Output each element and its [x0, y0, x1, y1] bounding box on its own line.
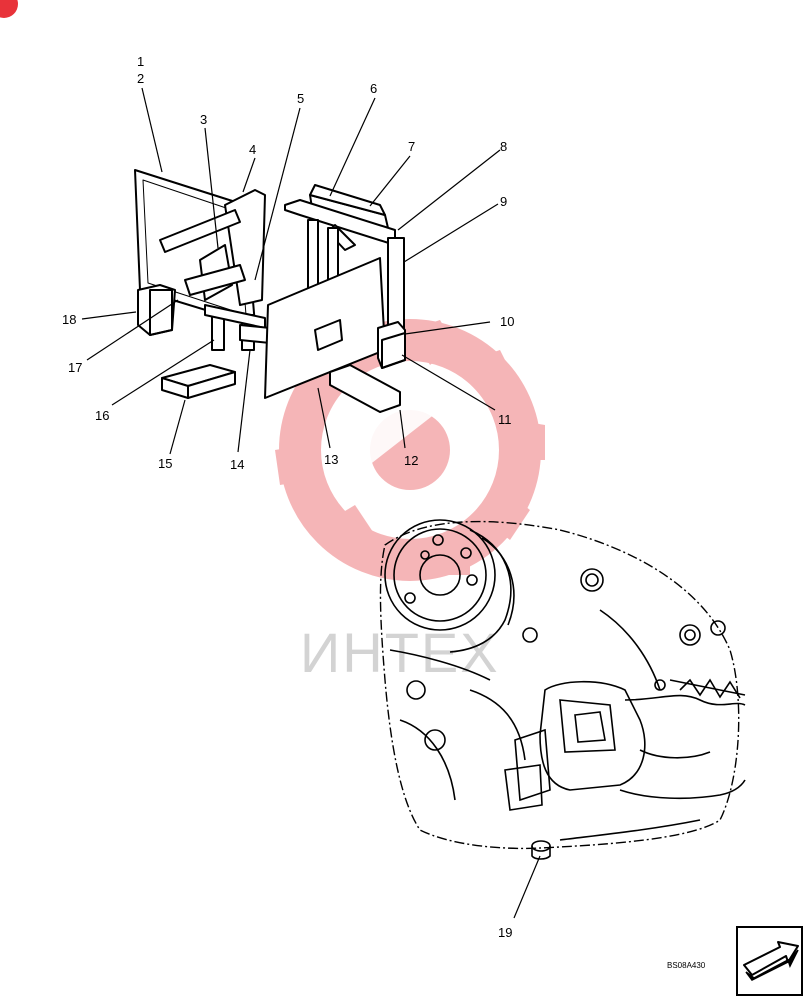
leader-lines	[81, 87, 541, 919]
callout-18: 18	[62, 312, 76, 327]
callout-2: 2	[137, 71, 144, 86]
engine-details	[384, 519, 746, 860]
callout-labels: 1 2 3 4 5 6 7 8 9 10 11 12 13 14 15 16 1…	[62, 54, 514, 940]
callout-14: 14	[230, 457, 244, 472]
callout-16: 16	[95, 408, 109, 423]
callout-6: 6	[370, 81, 377, 96]
callout-17: 17	[68, 360, 82, 375]
callout-13: 13	[324, 452, 338, 467]
callout-8: 8	[500, 139, 507, 154]
exploded-assembly	[134, 169, 406, 413]
watermark-text: ИНТЕХ	[300, 621, 500, 684]
callout-4: 4	[249, 142, 256, 157]
callout-5: 5	[297, 91, 304, 106]
callout-15: 15	[158, 456, 172, 471]
callout-12: 12	[404, 453, 418, 468]
callout-3: 3	[200, 112, 207, 127]
callout-7: 7	[408, 139, 415, 154]
arrow-next-icon[interactable]	[736, 926, 803, 996]
callout-1: 1	[137, 54, 144, 69]
corner-badge-icon	[0, 0, 18, 18]
drawing-reference: BS08A430	[667, 961, 706, 970]
callout-11: 11	[498, 412, 512, 427]
callout-9: 9	[500, 194, 507, 209]
engine-housing	[379, 520, 740, 850]
callout-10: 10	[500, 314, 514, 329]
callout-19: 19	[498, 925, 512, 940]
